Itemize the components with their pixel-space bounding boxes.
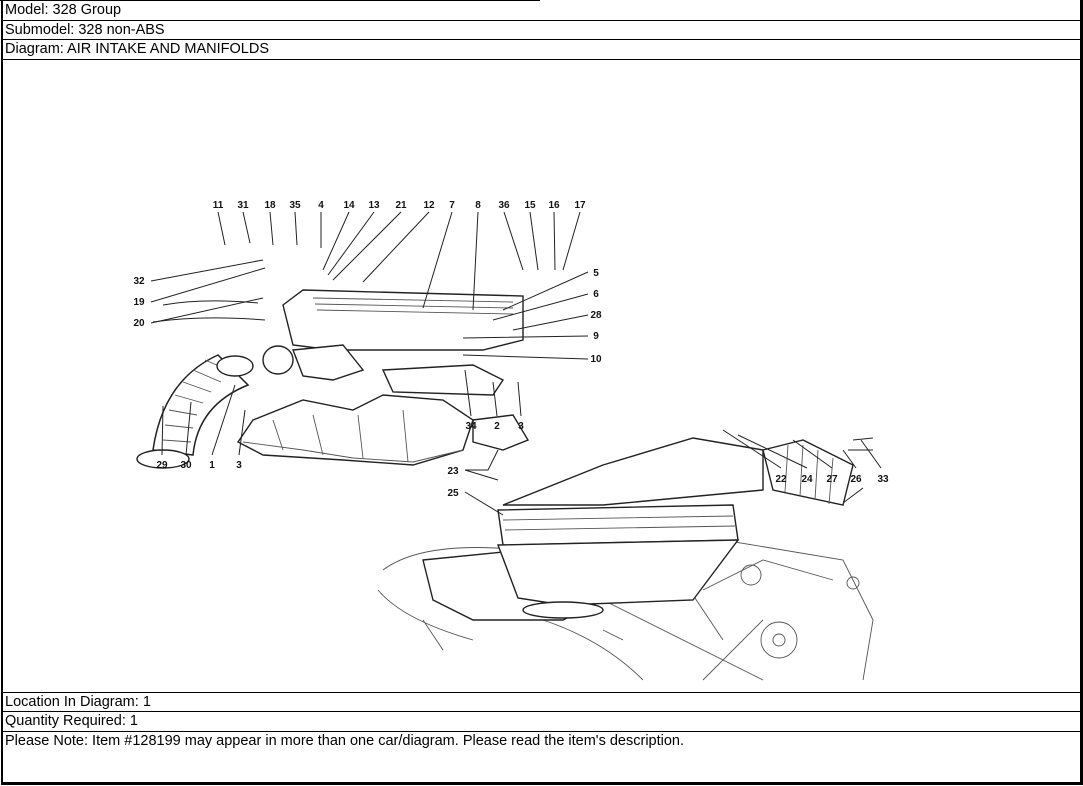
note-row: Please Note: Item #128199 may appear in … bbox=[1, 731, 1081, 782]
manifold-drawing bbox=[236, 289, 530, 466]
callout-32: 32 bbox=[133, 276, 145, 287]
callout-33: 33 bbox=[877, 474, 889, 485]
callout-29: 29 bbox=[156, 460, 168, 471]
callout-11: 11 bbox=[213, 200, 224, 211]
callout-24: 24 bbox=[801, 474, 813, 485]
quantity-required: Quantity Required: 1 bbox=[5, 713, 138, 729]
callout-5: 5 bbox=[593, 268, 599, 279]
callout-19: 19 bbox=[133, 297, 145, 308]
callout-28: 28 bbox=[590, 310, 602, 321]
callout-25: 25 bbox=[447, 488, 459, 499]
callout-21: 21 bbox=[395, 200, 407, 211]
callout-3: 3 bbox=[518, 421, 524, 432]
location-row: Location In Diagram: 1 bbox=[1, 692, 1081, 711]
callout-1: 1 bbox=[209, 460, 215, 471]
leader-lines bbox=[150, 211, 882, 516]
callout-36: 36 bbox=[498, 200, 510, 211]
location-in-diagram: Location In Diagram: 1 bbox=[5, 694, 151, 710]
callout-27: 27 bbox=[826, 474, 838, 485]
callout-35: 35 bbox=[289, 200, 301, 211]
model-row: Model: 328 Group bbox=[1, 1, 1081, 20]
callout-7: 7 bbox=[449, 200, 455, 211]
submodel-label: Submodel: 328 non-ABS bbox=[5, 22, 165, 38]
diagram-title-row: Diagram: AIR INTAKE AND MANIFOLDS bbox=[1, 39, 1081, 59]
callout-15: 15 bbox=[524, 200, 536, 211]
callout-12: 12 bbox=[423, 200, 435, 211]
callout-20: 20 bbox=[133, 318, 145, 329]
callout-10: 10 bbox=[590, 354, 602, 365]
callout-14: 14 bbox=[343, 200, 355, 211]
callout-23: 23 bbox=[447, 466, 459, 477]
callout-3: 3 bbox=[236, 460, 242, 471]
callout-34: 34 bbox=[465, 421, 477, 432]
callout-18: 18 bbox=[264, 200, 276, 211]
callout-26: 26 bbox=[850, 474, 862, 485]
model-label: Model: 328 Group bbox=[5, 2, 122, 18]
callout-13: 13 bbox=[368, 200, 380, 211]
top-border bbox=[0, 0, 540, 1]
callout-30: 30 bbox=[180, 460, 192, 471]
callout-6: 6 bbox=[593, 289, 599, 300]
submodel-row: Submodel: 328 non-ABS bbox=[1, 20, 1081, 39]
callout-16: 16 bbox=[548, 200, 560, 211]
intake-hose-drawing bbox=[136, 354, 254, 469]
callout-22: 22 bbox=[775, 474, 787, 485]
callout-4: 4 bbox=[318, 200, 324, 211]
quantity-row: Quantity Required: 1 bbox=[1, 711, 1081, 731]
air-filter-box-drawing bbox=[496, 437, 874, 619]
diagram-row bbox=[1, 59, 1081, 693]
callout-2: 2 bbox=[494, 421, 500, 432]
callout-17: 17 bbox=[574, 200, 586, 211]
callout-9: 9 bbox=[593, 331, 599, 342]
callout-31: 31 bbox=[237, 200, 249, 211]
item-note: Please Note: Item #128199 may appear in … bbox=[5, 733, 685, 749]
callout-8: 8 bbox=[475, 200, 481, 211]
diagram-title: Diagram: AIR INTAKE AND MANIFOLDS bbox=[5, 41, 270, 57]
